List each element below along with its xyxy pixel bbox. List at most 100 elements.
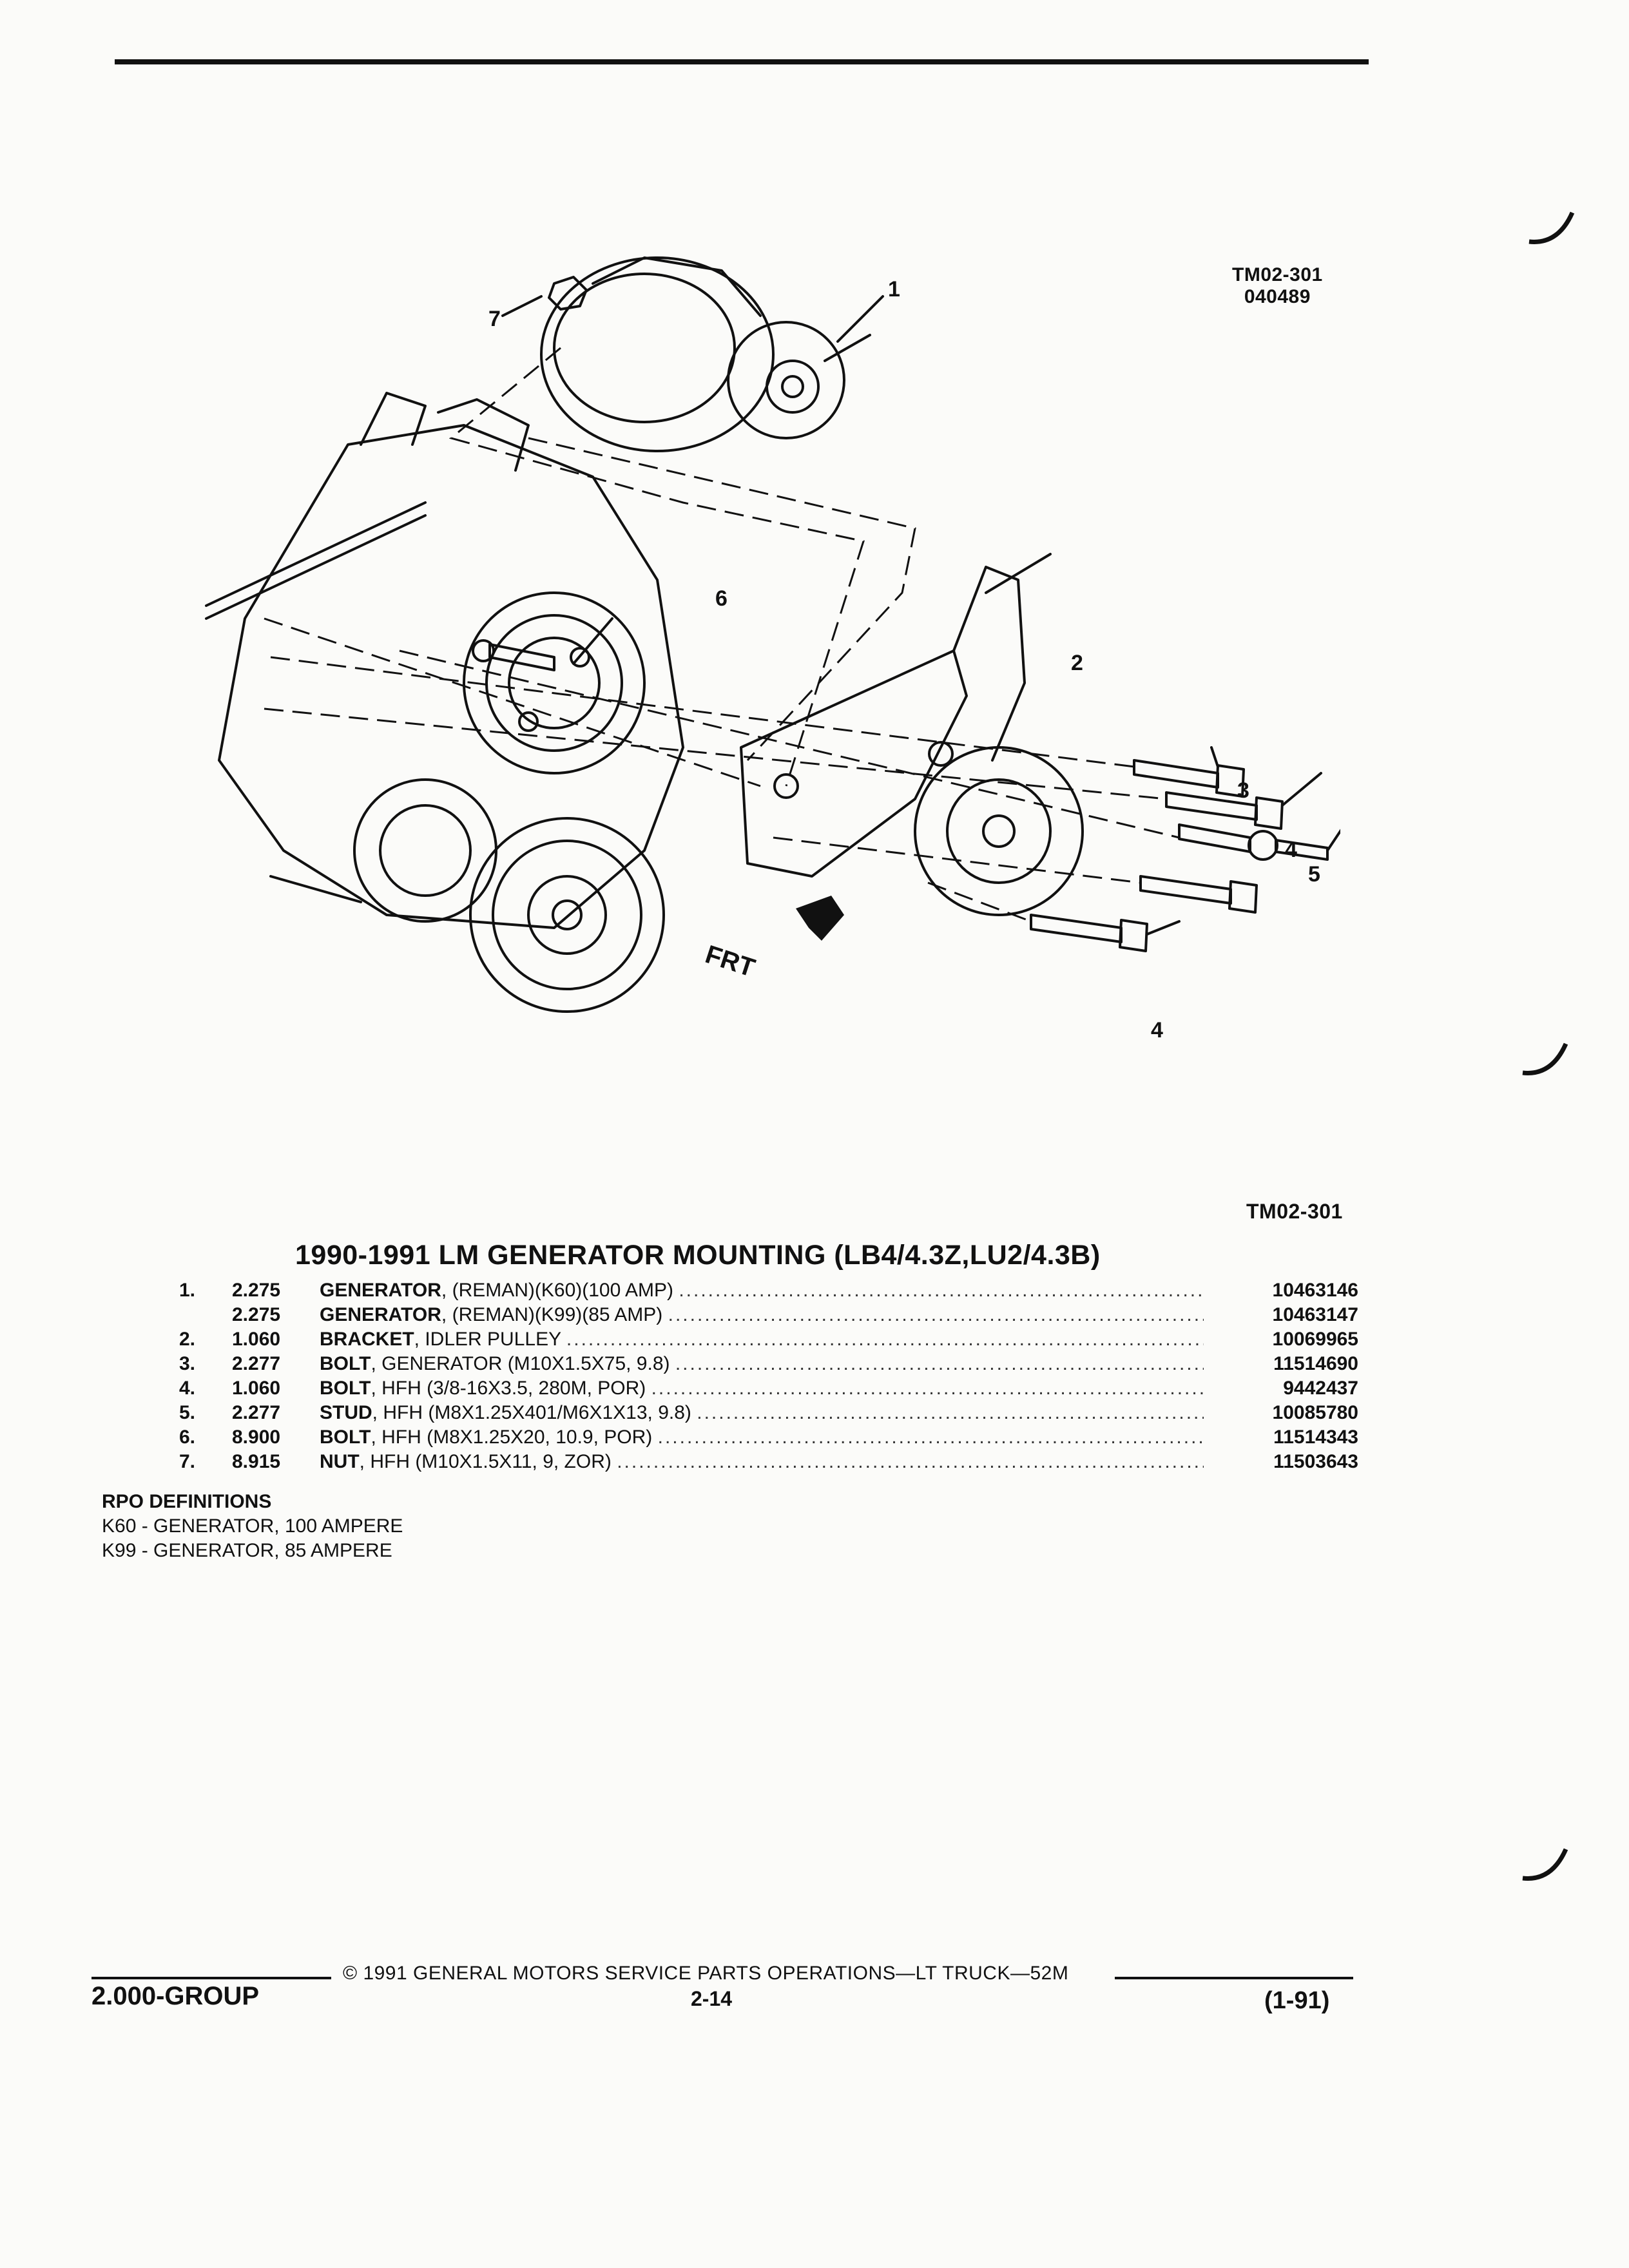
footer-rule-left: [92, 1977, 331, 1979]
binder-mark: [1528, 211, 1575, 244]
revision-date: (1-91): [1264, 1987, 1330, 2014]
part-row: 3. 2.277 BOLT, GENERATOR (M10X1.5X75, 9.…: [179, 1352, 1358, 1376]
generator: [540, 256, 871, 452]
callout-3: 3: [1237, 778, 1249, 803]
part-num: 2.: [179, 1329, 196, 1350]
engine-block: [218, 424, 684, 929]
part-detail: , (REMAN)(K99)(85 AMP): [441, 1304, 663, 1325]
bolt-4-lower-b: [1030, 914, 1148, 952]
callout-5: 5: [1308, 862, 1320, 887]
bolt-4-upper: [1165, 791, 1284, 830]
part-num: 7.: [179, 1451, 196, 1472]
part-num: 5.: [179, 1402, 196, 1423]
exploded-diagram: [193, 232, 1354, 1095]
bolt-4-lower-a: [1139, 875, 1258, 914]
part-desc: NUT, HFH (M10X1.5X11, 9, ZOR) ..........…: [320, 1450, 1204, 1474]
figure-id-line1: TM02-301: [1232, 264, 1323, 285]
part-row: 6. 8.900 BOLT, HFH (M8X1.25X20, 10.9, PO…: [179, 1425, 1358, 1450]
part-detail: , IDLER PULLEY: [414, 1329, 561, 1350]
crank-pulley: [469, 817, 665, 1013]
callout-4-upper: 4: [1285, 838, 1297, 862]
part-number: 11514690: [1273, 1353, 1358, 1374]
part-desc: GENERATOR, (REMAN)(K99)(85 AMP) ........…: [320, 1303, 1204, 1327]
part-group: 1.060: [232, 1329, 281, 1350]
parts-list: 1. 2.275 GENERATOR, (REMAN)(K60)(100 AMP…: [179, 1278, 1358, 1474]
page-number: 2-14: [691, 1987, 733, 2010]
part-name: BOLT: [320, 1427, 371, 1448]
part-number: 11514343: [1273, 1427, 1358, 1448]
part-group: 8.900: [232, 1427, 281, 1448]
figure-id-line2: 040489: [1244, 286, 1311, 307]
part-row: 2. 1.060 BRACKET, IDLER PULLEY .........…: [179, 1327, 1358, 1352]
figure-id: TM02-301 040489: [1232, 264, 1323, 308]
callout-6: 6: [715, 586, 728, 611]
rpo-item: K99 - GENERATOR, 85 AMPERE: [102, 1540, 392, 1561]
part-desc: BOLT, HFH (M8X1.25X20, 10.9, POR) ......…: [320, 1425, 1204, 1450]
water-pump-pulley: [463, 591, 646, 774]
part-name: GENERATOR: [320, 1304, 441, 1325]
part-number: 10069965: [1272, 1329, 1358, 1350]
binder-mark: [1522, 1848, 1568, 1881]
part-name: BOLT: [320, 1378, 371, 1399]
part-num: 6.: [179, 1427, 196, 1448]
footer-rule-right: [1115, 1977, 1353, 1979]
part-name: STUD: [320, 1402, 372, 1423]
part-row: 7. 8.915 NUT, HFH (M10X1.5X11, 9, ZOR) .…: [179, 1450, 1358, 1474]
front-arrow: [796, 896, 844, 941]
part-num: 3.: [179, 1353, 196, 1374]
part-group: 2.277: [232, 1353, 281, 1374]
part-name: NUT: [320, 1451, 360, 1472]
leader-dots: ........................................…: [679, 1280, 1204, 1301]
binder-mark: [1522, 1043, 1568, 1075]
part-name: BRACKET: [320, 1329, 414, 1350]
part-number: 10463146: [1272, 1280, 1358, 1301]
part-detail: , HFH (M8X1.25X20, 10.9, POR): [371, 1427, 653, 1448]
part-group: 2.277: [232, 1402, 281, 1423]
rpo-header: RPO DEFINITIONS: [102, 1491, 272, 1512]
rpo-definitions: RPO DEFINITIONS K60 - GENERATOR, 100 AMP…: [102, 1490, 403, 1563]
leader-dots: ........................................…: [657, 1427, 1204, 1448]
part-desc: BOLT, HFH (3/8-16X3.5, 280M, POR) ......…: [320, 1376, 1204, 1401]
footer-group: 2.000-GROUP: [92, 1982, 260, 2010]
part-desc: BOLT, GENERATOR (M10X1.5X75, 9.8) ......…: [320, 1352, 1204, 1376]
leader-dots: ........................................…: [668, 1304, 1204, 1325]
part-num: 4.: [179, 1378, 196, 1399]
part-row: 1. 2.275 GENERATOR, (REMAN)(K60)(100 AMP…: [179, 1278, 1358, 1303]
part-group: 2.275: [232, 1280, 281, 1301]
leader-dots: ........................................…: [566, 1329, 1204, 1350]
leader-dots: ........................................…: [675, 1353, 1204, 1374]
part-desc: GENERATOR, (REMAN)(K60)(100 AMP) .......…: [320, 1278, 1204, 1303]
part-detail: , HFH (3/8-16X3.5, 280M, POR): [371, 1378, 646, 1399]
part-desc: STUD, HFH (M8X1.25X401/M6X1X13, 9.8) ...…: [320, 1401, 1204, 1425]
part-group: 1.060: [232, 1378, 281, 1399]
part-row: 2.275 GENERATOR, (REMAN)(K99)(85 AMP) ..…: [179, 1303, 1358, 1327]
idler-bracket: [740, 566, 1026, 878]
leader-dots: ........................................…: [617, 1451, 1204, 1472]
part-name: GENERATOR: [320, 1280, 441, 1301]
callout-4-lower: 4: [1151, 1018, 1163, 1043]
part-detail: , HFH (M8X1.25X401/M6X1X13, 9.8): [372, 1402, 691, 1423]
part-num: 1.: [179, 1280, 196, 1301]
part-row: 4. 1.060 BOLT, HFH (3/8-16X3.5, 280M, PO…: [179, 1376, 1358, 1401]
leader-dots: ........................................…: [697, 1402, 1204, 1423]
top-rule: [115, 59, 1369, 64]
copyright: © 1991 GENERAL MOTORS SERVICE PARTS OPER…: [343, 1963, 1069, 1984]
bolt-3: [1133, 759, 1245, 798]
part-row: 5. 2.277 STUD, HFH (M8X1.25X401/M6X1X13,…: [179, 1401, 1358, 1425]
part-group: 8.915: [232, 1451, 281, 1472]
part-number: 11503643: [1273, 1451, 1358, 1472]
callout-1: 1: [888, 277, 900, 302]
part-desc: BRACKET, IDLER PULLEY ..................…: [320, 1327, 1204, 1352]
part-detail: , (REMAN)(K60)(100 AMP): [441, 1280, 673, 1301]
part-detail: , HFH (M10X1.5X11, 9, ZOR): [359, 1451, 612, 1472]
nut-7: [548, 276, 588, 311]
part-number: 10085780: [1272, 1402, 1358, 1423]
idler-pulley: [914, 746, 1084, 916]
leader-dots: ........................................…: [651, 1378, 1204, 1399]
stud-5: [1178, 823, 1329, 861]
bolt-6: [472, 639, 555, 671]
callout-7: 7: [488, 307, 501, 331]
diagram-svg: [205, 256, 1354, 1013]
part-group: 2.275: [232, 1304, 281, 1325]
rpo-item: K60 - GENERATOR, 100 AMPERE: [102, 1515, 403, 1537]
